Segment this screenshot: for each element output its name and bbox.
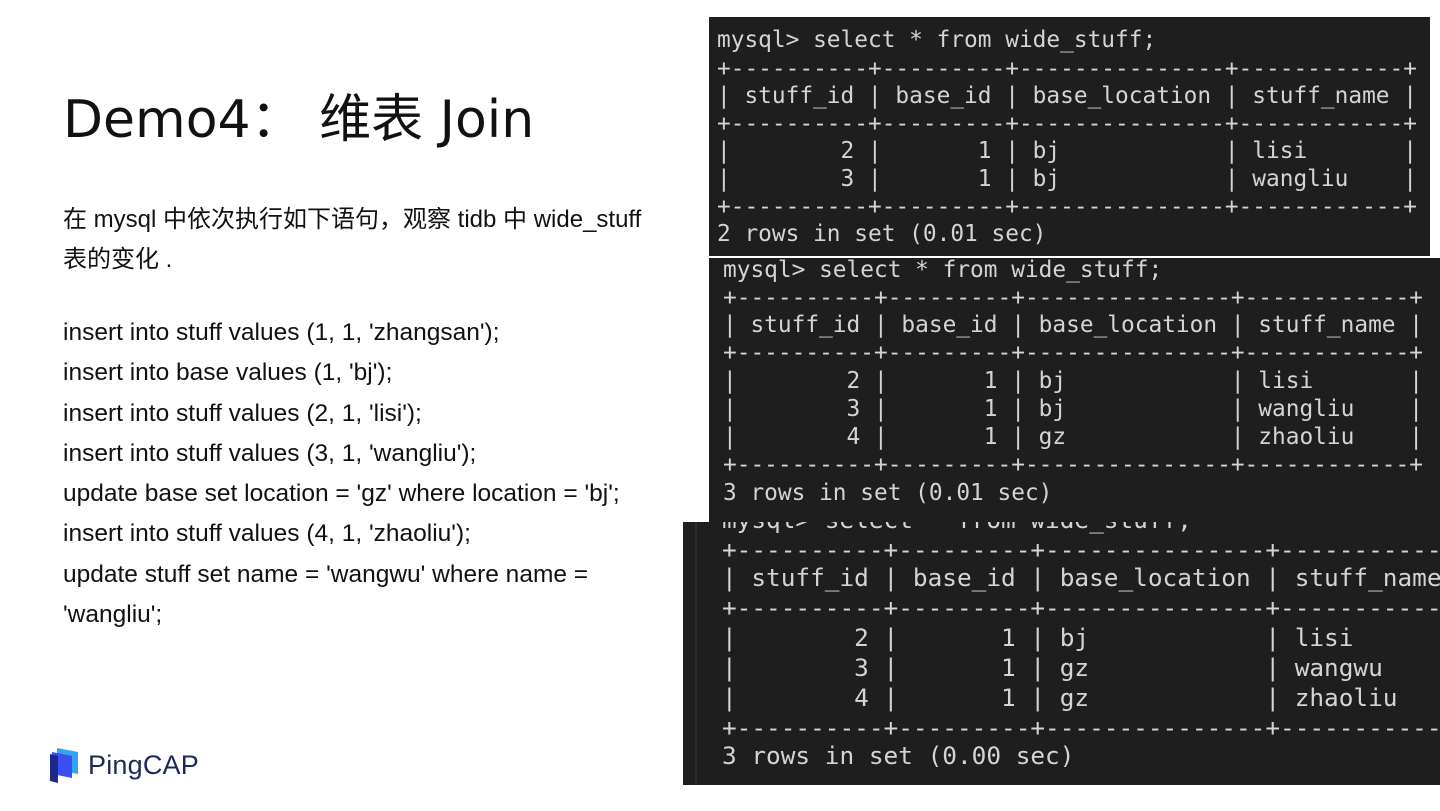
table-row: | 2 | 1 | bj | lisi | [722,623,1440,652]
table-border: +----------+---------+---------------+--… [723,452,1423,478]
sql-statement: update stuff set name = 'wangwu' where n… [63,560,589,629]
result-summary: 2 rows in set (0.01 sec) [717,221,1047,247]
table-row: | 3 | 1 | bj | wangliu | [723,396,1423,422]
result-summary: 3 rows in set (0.00 sec) [722,741,1075,770]
table-border: +----------+---------+---------------+--… [717,111,1417,137]
sql-statement: insert into stuff values (4, 1, 'zhaoliu… [63,520,471,548]
table-row: | 2 | 1 | bj | lisi | [723,368,1423,394]
sql-statement: insert into stuff values (2, 1, 'lisi'); [63,399,422,427]
table-border: +----------+---------+---------------+--… [722,535,1440,564]
table-row: | 4 | 1 | gz | zhaoliu | [723,424,1423,450]
intro-text: 在 mysql 中依次执行如下语句，观察 tidb 中 wide_stuff 表… [63,206,642,273]
terminal-screenshot-2: mysql> select * from wide_stuff;+-------… [709,258,1440,522]
slide-title: Demo4： 维表 Join [63,90,535,150]
sql-statement: insert into stuff values (1, 1, 'zhangsa… [63,319,500,346]
sql-prompt: mysql> select * from wide_stuff; [717,27,1157,53]
divider [695,522,697,785]
pingcap-logo: PingCAP [48,746,199,784]
sql-statement: insert into stuff values (3, 1, 'wangliu… [63,439,477,467]
table-row: | 3 | 1 | gz | wangwu | [722,653,1440,682]
table-header: | stuff_id | base_id | base_location | s… [717,83,1417,109]
result-summary: 3 rows in set (0.01 sec) [723,480,1053,506]
table-border: +----------+---------+---------------+--… [717,194,1417,220]
table-border: +----------+---------+---------------+--… [723,285,1423,311]
terminal-screenshot-1: mysql> select * from wide_stuff; +-------… [709,17,1430,256]
table-header: | stuff_id | base_id | base_location | s… [723,312,1423,338]
pingcap-logo-icon [50,748,78,783]
table-border: +----------+---------+---------------+--… [722,593,1440,622]
terminal-screenshot-3: mysql> select * from wide_stuff;+-------… [683,522,1440,785]
table-border: +----------+---------+---------------+--… [722,713,1440,742]
sql-statement: insert into base values (1, 'bj'); [63,359,393,387]
sql-prompt: mysql> select * from wide_stuff; [723,258,1163,283]
sql-statements: insert into stuff values (1, 1, 'zhangsa… [63,313,673,635]
logo-text: PingCAP [88,749,199,780]
sql-statement: update base set location = 'gz' where lo… [63,480,620,508]
table-border: +----------+---------+---------------+--… [717,56,1417,82]
table-row: | 2 | 1 | bj | lisi | [717,138,1417,164]
table-row: | 4 | 1 | gz | zhaoliu | [722,683,1440,712]
table-border: +----------+---------+---------------+--… [723,340,1423,366]
table-header: | stuff_id | base_id | base_location | s… [722,563,1440,592]
sql-prompt: mysql> select * from wide_stuff; [722,522,1192,534]
table-row: | 3 | 1 | bj | wangliu | [717,166,1417,192]
